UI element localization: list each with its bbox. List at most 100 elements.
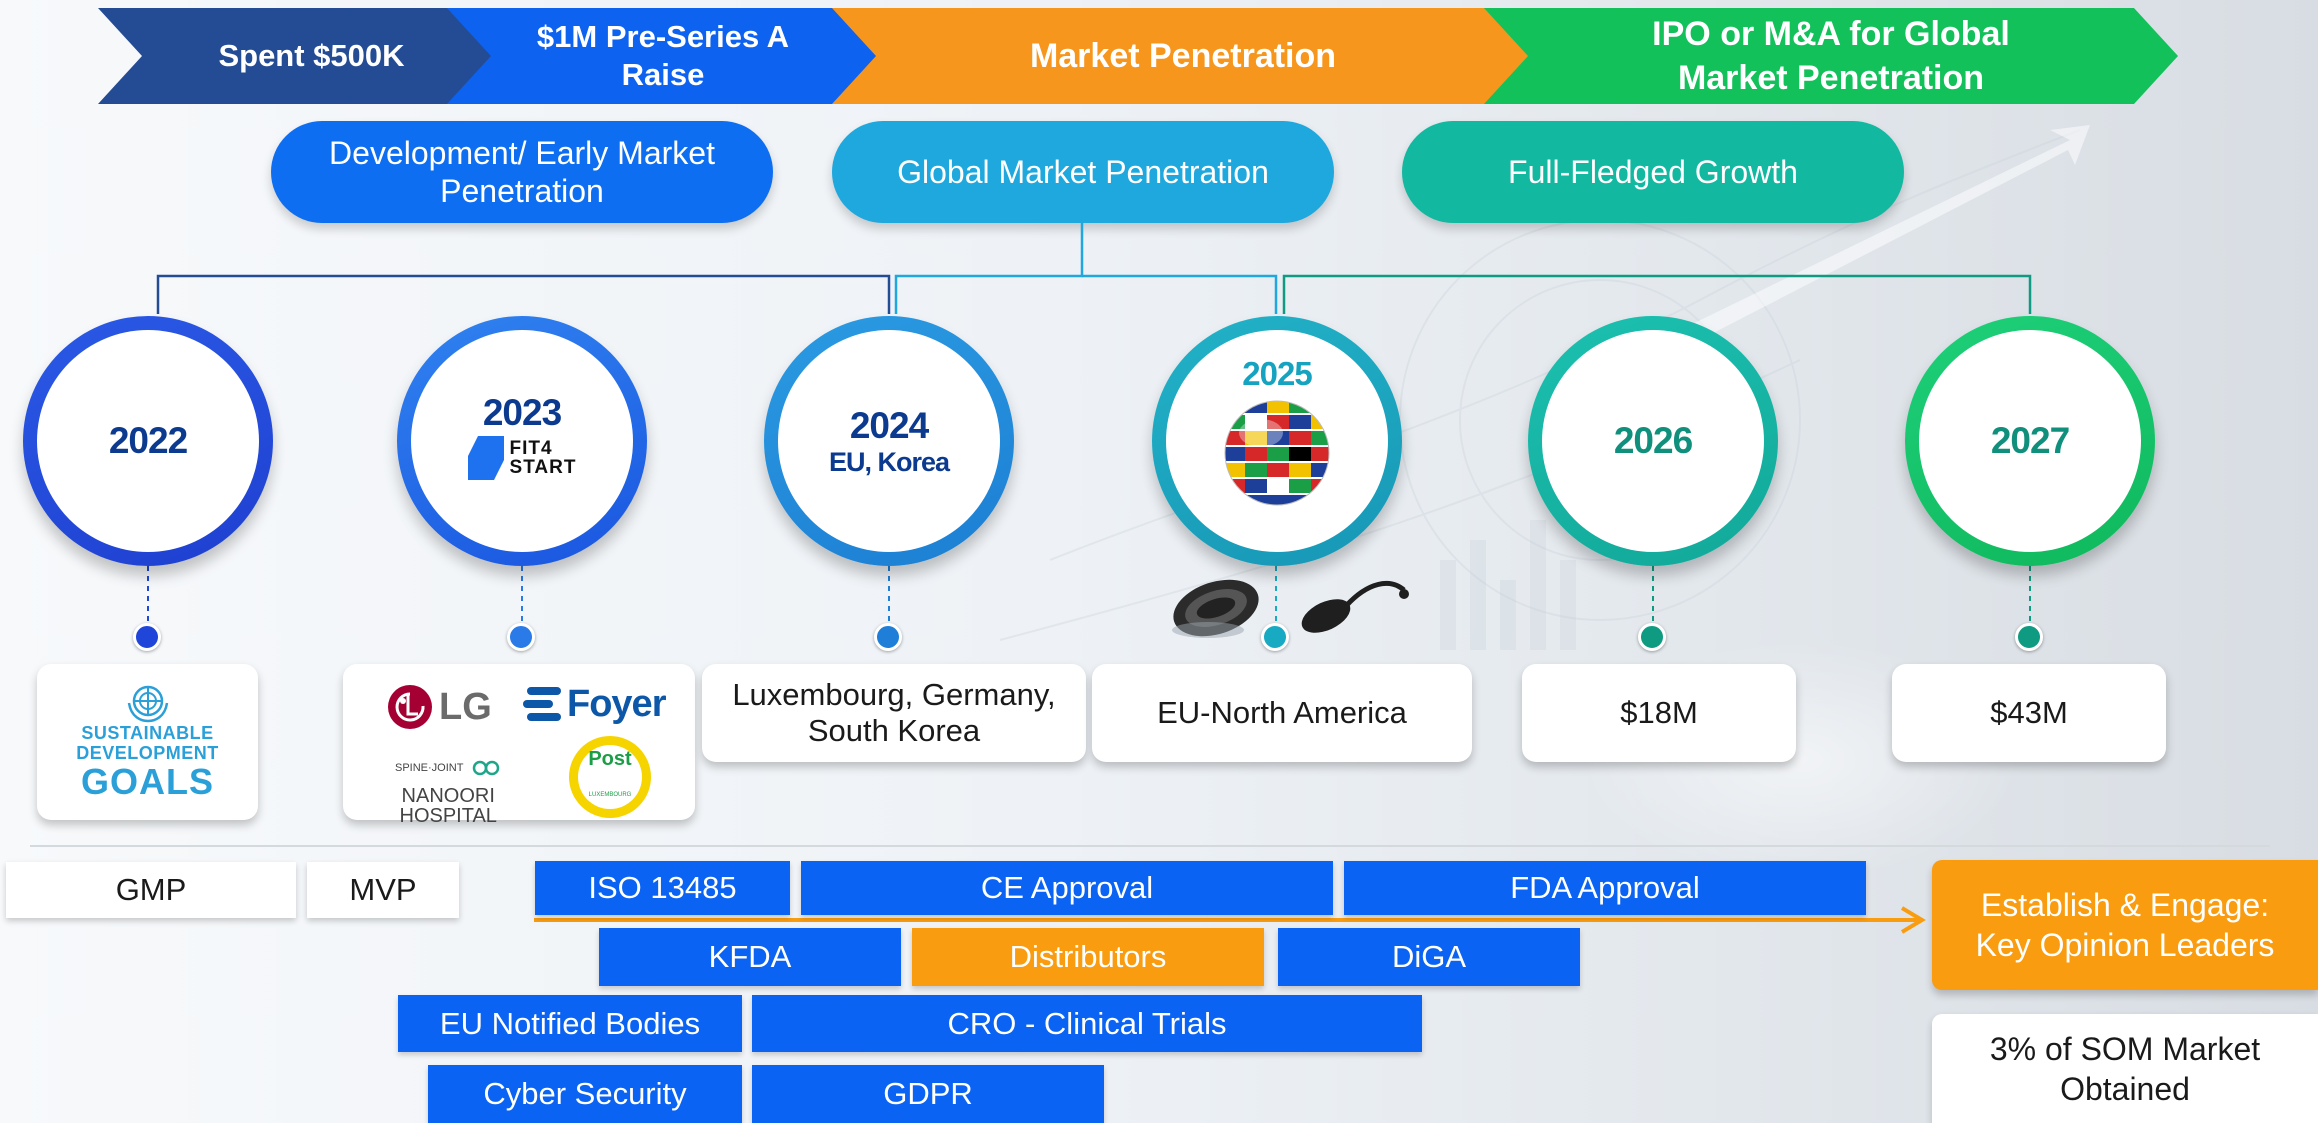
fit4start-logo: FIT4 START xyxy=(467,436,577,480)
chevron-pre-series-a: $1M Pre-Series A Raise xyxy=(447,8,879,104)
kol-box-label: Establish & Engage: Key Opinion Leaders xyxy=(1975,887,2275,963)
som-box: 3% of SOM Market Obtained xyxy=(1932,1014,2318,1123)
task-iso-13485: ISO 13485 xyxy=(535,861,790,915)
milestone-2026-year: 2026 xyxy=(1613,420,1693,461)
lg-logo-icon xyxy=(388,685,432,729)
sensor-device-icon xyxy=(1301,580,1409,633)
kol-box: Establish & Engage: Key Opinion Leaders xyxy=(1932,860,2318,990)
nanoori-icon xyxy=(473,760,500,776)
milestone-2027-inner: 2027 xyxy=(1919,330,2141,552)
lg-logo-text: LG xyxy=(439,686,492,728)
task-fda-approval-label: FDA Approval xyxy=(1510,870,1700,905)
revenue-2026-card: $18M xyxy=(1522,664,1796,762)
milestone-2023-inner: 2023 FIT4 START xyxy=(411,330,633,552)
post-logo-small: LUXEMBOURG xyxy=(588,792,632,798)
milestone-2026: 2026 xyxy=(1528,316,1778,566)
sdg-line-1: SUSTAINABLE xyxy=(81,723,214,743)
insole-device-icon xyxy=(1172,579,1259,638)
task-mvp-label: MVP xyxy=(349,872,417,907)
foyer-logo-icon xyxy=(523,687,561,721)
task-mvp: MVP xyxy=(307,862,459,918)
milestone-2024-year: 2024 xyxy=(849,404,929,446)
countries-card: Luxembourg, Germany, South Korea xyxy=(702,664,1086,762)
milestone-2024-inner: 2024 EU, Korea xyxy=(778,330,1000,552)
task-cyber-security-label: Cyber Security xyxy=(483,1076,687,1111)
sdg-line-3: GOALS xyxy=(80,761,214,802)
milestone-2023-year: 2023 xyxy=(482,392,562,433)
task-ce-approval-label: CE Approval xyxy=(980,870,1154,905)
foyer-logo: Foyer xyxy=(523,683,666,725)
task-kfda-label: KFDA xyxy=(708,939,792,974)
task-cro-clinical-trials: CRO - Clinical Trials xyxy=(752,995,1422,1052)
fit4start-text-2: START xyxy=(509,457,577,478)
sdg-line-2: DEVELOPMENT xyxy=(76,743,219,763)
task-kfda: KFDA xyxy=(599,928,901,986)
nanoori-text-2: HOSPITAL xyxy=(399,805,497,827)
timeline-dot-2026 xyxy=(1638,623,1666,651)
task-fda-approval: FDA Approval xyxy=(1344,861,1866,915)
region-card-text: EU-North America xyxy=(1157,695,1407,730)
phase-global-market: Global Market Penetration xyxy=(832,121,1334,223)
timeline-dot-2027 xyxy=(2015,623,2043,651)
region-card: EU-North America xyxy=(1092,664,1472,762)
milestone-2025-year: 2025 xyxy=(1242,355,1312,392)
phase-global-market-label: Global Market Penetration xyxy=(897,154,1269,190)
un-emblem-icon xyxy=(127,685,168,723)
countries-card-text: Luxembourg, Germany, South Korea xyxy=(732,677,1056,748)
task-cyber-security: Cyber Security xyxy=(428,1065,742,1123)
chevron-pre-series-a-label: $1M Pre-Series A Raise xyxy=(536,19,790,92)
sdg-card: SUSTAINABLE DEVELOPMENT GOALS xyxy=(37,664,258,820)
chevron-ipo-label: IPO or M&A for Global Market Penetration xyxy=(1652,15,2010,97)
phase-full-fledged-growth: Full-Fledged Growth xyxy=(1402,121,1904,223)
milestone-2027: 2027 xyxy=(1905,316,2155,566)
task-cro-clinical-trials-label: CRO - Clinical Trials xyxy=(947,1005,1227,1041)
som-box-label: 3% of SOM Market Obtained xyxy=(1989,1030,2261,1107)
phase-development: Development/ Early Market Penetration xyxy=(271,121,773,223)
milestone-2022-year: 2022 xyxy=(108,420,188,461)
task-gdpr: GDPR xyxy=(752,1065,1104,1123)
milestone-2025-inner: 2025 xyxy=(1166,330,1388,552)
fit4start-text-1: FIT4 xyxy=(509,438,553,459)
foyer-logo-text: Foyer xyxy=(567,683,666,725)
revenue-2026-text: $18M xyxy=(1620,695,1698,730)
flag-globe-icon xyxy=(1224,400,1330,506)
milestone-2025: 2025 xyxy=(1152,316,1402,566)
chevron-ipo: IPO or M&A for Global Market Penetration xyxy=(1484,8,2178,104)
chevron-market-penetration-label: Market Penetration xyxy=(1029,37,1337,75)
device-images xyxy=(1172,579,1409,638)
post-logo-text: Post xyxy=(588,748,632,770)
chevron-market-penetration: Market Penetration xyxy=(832,8,1534,104)
chevron-spent: Spent $500K xyxy=(98,8,505,104)
task-eu-notified-bodies: EU Notified Bodies xyxy=(398,995,742,1052)
task-diga: DiGA xyxy=(1278,928,1580,986)
task-gmp-label: GMP xyxy=(115,872,187,907)
phase-development-label: Development/ Early Market Penetration xyxy=(329,135,715,209)
revenue-2027-card: $43M xyxy=(1892,664,2166,762)
task-ce-approval: CE Approval xyxy=(801,861,1333,915)
milestone-2026-inner: 2026 xyxy=(1542,330,1764,552)
fit4start-icon xyxy=(467,436,504,480)
milestone-2023: 2023 FIT4 START xyxy=(397,316,647,566)
timeline-dot-2025 xyxy=(1261,623,1289,651)
nanoori-logo: SPINE·JOINT NANOORI HOSPITAL xyxy=(395,750,501,826)
task-gmp: GMP xyxy=(6,862,296,918)
task-iso-13485-label: ISO 13485 xyxy=(588,870,737,905)
timeline-dot-2024 xyxy=(874,623,902,651)
chevron-spent-label: Spent $500K xyxy=(218,38,405,73)
task-diga-label: DiGA xyxy=(1391,939,1467,974)
phase-full-fledged-growth-label: Full-Fledged Growth xyxy=(1508,154,1798,190)
milestone-2024-subtitle: EU, Korea xyxy=(828,446,950,477)
post-logo: Post LUXEMBOURG xyxy=(569,736,651,818)
lg-logo: LG xyxy=(387,684,492,730)
revenue-2027-text: $43M xyxy=(1990,695,2068,730)
timeline-dot-2023 xyxy=(507,623,535,651)
milestone-2022-inner: 2022 xyxy=(37,330,259,552)
nanoori-small-text: SPINE·JOINT xyxy=(395,762,464,774)
task-eu-notified-bodies-label: EU Notified Bodies xyxy=(439,1005,701,1041)
task-distributors-label: Distributors xyxy=(1009,939,1167,974)
task-distributors: Distributors xyxy=(912,928,1264,986)
milestone-2027-year: 2027 xyxy=(1990,420,2070,461)
milestone-2024: 2024 EU, Korea xyxy=(764,316,1014,566)
milestone-2022: 2022 xyxy=(23,316,273,566)
